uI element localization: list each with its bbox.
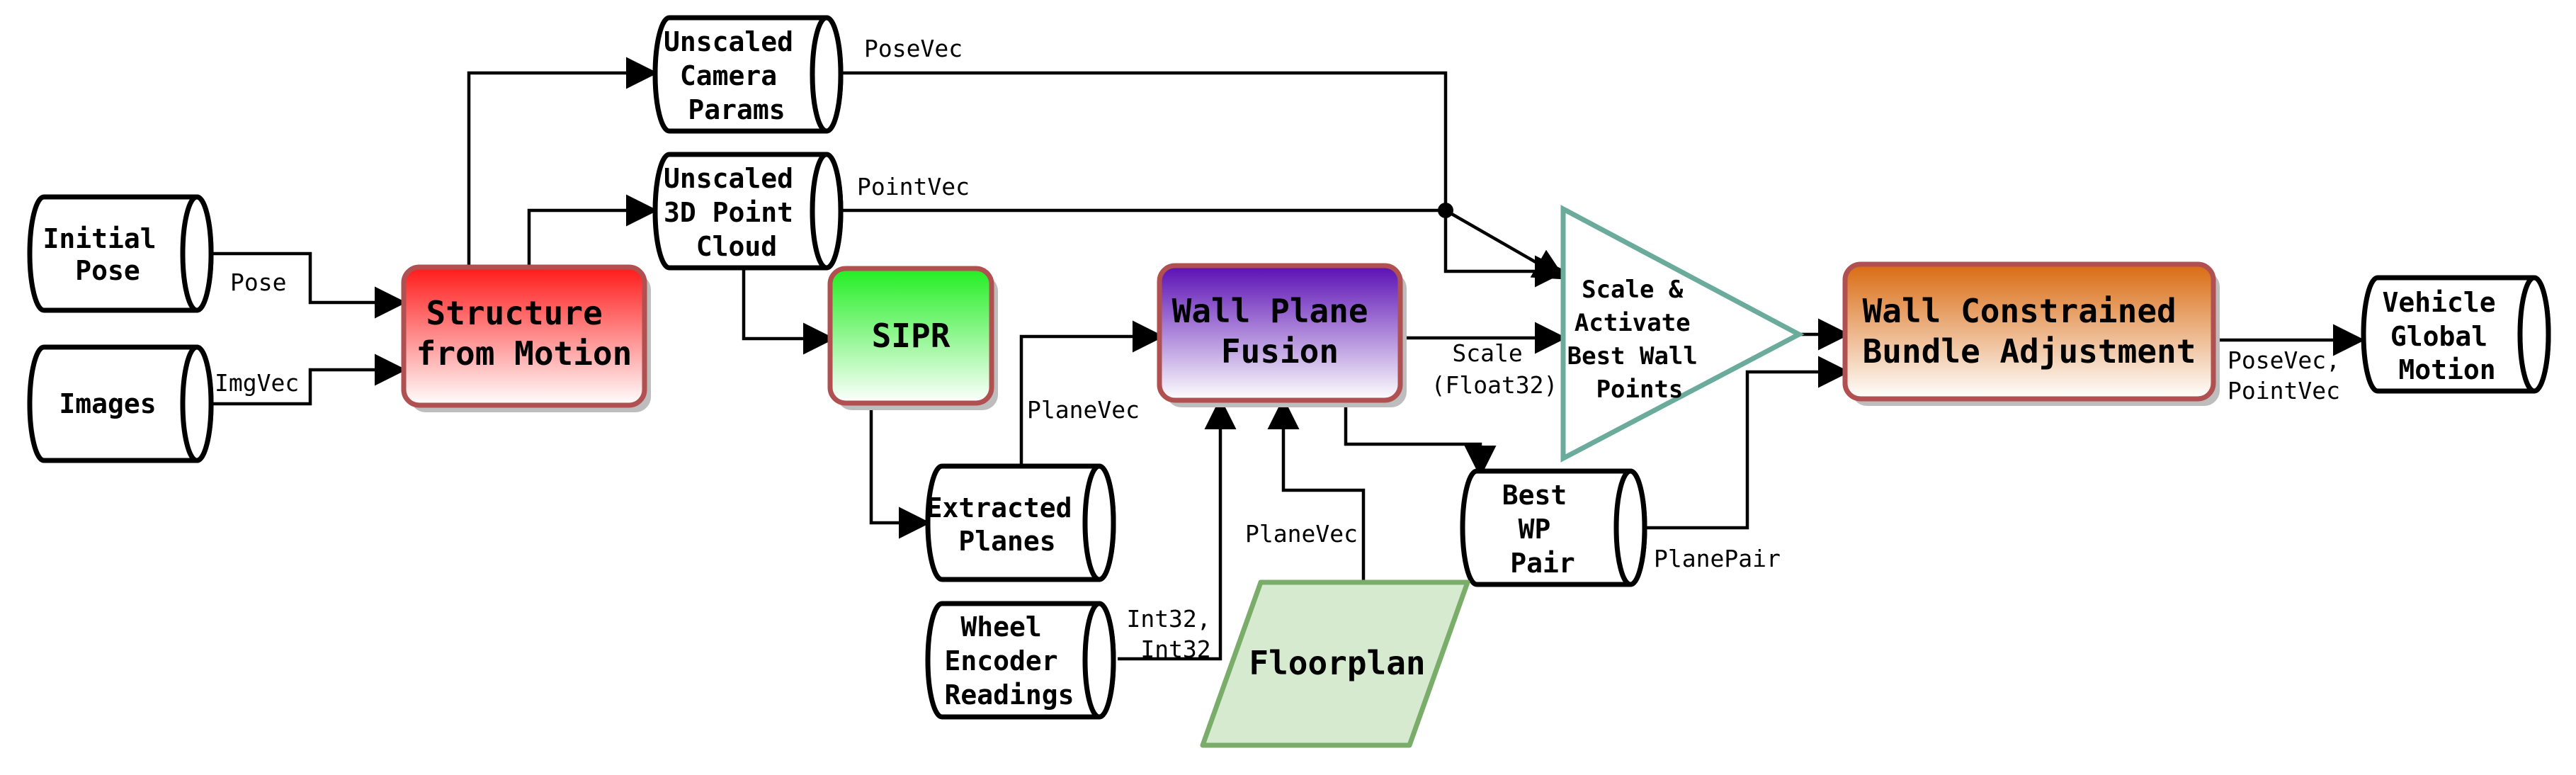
process-sipr: SIPR bbox=[827, 266, 998, 410]
label-scale: Scale (Float32) bbox=[1431, 339, 1558, 399]
best-wp-pair-label: Best WP Pair bbox=[1502, 480, 1583, 579]
label-planevec-top: PlaneVec bbox=[1027, 396, 1140, 424]
label-int32-line2: Int32 bbox=[1140, 635, 1210, 663]
label-pose: Pose bbox=[230, 268, 286, 296]
wheel-encoder-label: Wheel Encoder Readings bbox=[944, 611, 1074, 711]
scale-activate-label: Scale & Activate Best Wall Points bbox=[1567, 276, 1713, 404]
edge-imgvec bbox=[211, 353, 407, 406]
sipr-box bbox=[827, 266, 994, 406]
edge-pose bbox=[211, 251, 407, 319]
triangle-scale-activate: Scale & Activate Best Wall Points bbox=[1560, 205, 1805, 463]
sipr-label: SIPR bbox=[872, 317, 951, 355]
edge-sfm-camera bbox=[467, 57, 658, 266]
edge-sipr-planes bbox=[869, 407, 931, 539]
process-sfm: Structure from Motion bbox=[401, 264, 651, 412]
cylinder-point-cloud: Unscaled 3D Point Cloud bbox=[652, 152, 844, 271]
cylinder-initial-pose: Initial Pose bbox=[27, 194, 214, 313]
sfm-box bbox=[401, 264, 647, 408]
process-wall-plane-fusion: Wall Plane Fusion bbox=[1157, 263, 1407, 407]
label-output-line2: PointVec bbox=[2228, 377, 2340, 405]
connectors bbox=[211, 57, 2365, 661]
label-int32-line1: Int32, bbox=[1126, 605, 1210, 633]
cylinder-images: Images bbox=[27, 344, 214, 463]
label-int32: Int32, Int32 bbox=[1126, 605, 1225, 663]
edge-sfm-pointcloud bbox=[527, 194, 658, 266]
label-posevec: PoseVec bbox=[864, 35, 963, 62]
label-pointvec: PointVec bbox=[857, 173, 970, 200]
cylinder-vehicle-motion: Vehicle Global Motion bbox=[2361, 275, 2551, 394]
edge-int32 bbox=[1118, 397, 1237, 661]
edge-labels: Pose ImgVec PoseVec PointVec PlaneVec Pl… bbox=[215, 35, 2354, 663]
edge-planevec-floor bbox=[1267, 397, 1366, 581]
floorplan-shape bbox=[1200, 579, 1470, 748]
edge-pointvec-triangle bbox=[1444, 209, 1566, 280]
label-scale-line1: Scale bbox=[1452, 339, 1522, 367]
edge-wpf-bestpair bbox=[1344, 404, 1497, 477]
vehicle-motion-label: Vehicle Global Motion bbox=[2382, 287, 2512, 385]
cylinder-wheel-encoder: Wheel Encoder Readings bbox=[925, 601, 1116, 720]
label-planepair: PlanePair bbox=[1654, 545, 1781, 572]
sfm-label: Structure from Motion bbox=[416, 294, 632, 373]
cylinder-extracted-planes: Extracted Planes bbox=[925, 463, 1116, 582]
wall-plane-fusion-label: Wall Plane Fusion bbox=[1172, 292, 1388, 370]
edge-pointcloud-sipr bbox=[742, 266, 835, 355]
edge-posevec bbox=[841, 71, 1567, 288]
label-output: PoseVec, PointVec bbox=[2228, 346, 2354, 405]
cylinder-best-wp-pair: Best WP Pair bbox=[1460, 468, 1647, 587]
label-planevec-floor: PlaneVec bbox=[1245, 520, 1358, 548]
bundle-adjustment-box bbox=[1842, 261, 2216, 402]
label-output-line1: PoseVec, bbox=[2228, 346, 2340, 374]
extracted-planes-label: Extracted Planes bbox=[926, 492, 1089, 557]
point-cloud-label: Unscaled 3D Point Cloud bbox=[664, 163, 810, 262]
initial-pose-label: Initial Pose bbox=[42, 223, 172, 286]
triangle-shape bbox=[1560, 205, 1805, 463]
camera-params-label: Unscaled Camera Params bbox=[664, 26, 810, 125]
floorplan-label: Floorplan bbox=[1249, 644, 1425, 682]
images-label: Images bbox=[59, 388, 156, 419]
parallelogram-floorplan: Floorplan bbox=[1200, 579, 1470, 748]
wall-plane-fusion-box bbox=[1157, 263, 1403, 403]
edge-planevec-top bbox=[1019, 320, 1164, 464]
edge-planepair bbox=[1645, 356, 1850, 530]
bundle-adjustment-label: Wall Constrained Bundle Adjustment bbox=[1863, 292, 2196, 370]
junction-dot bbox=[1438, 203, 1453, 218]
cylinder-camera-params: Unscaled Camera Params bbox=[652, 15, 844, 134]
label-imgvec: ImgVec bbox=[215, 369, 299, 397]
process-bundle-adjustment: Wall Constrained Bundle Adjustment bbox=[1842, 261, 2220, 406]
label-scale-line2: (Float32) bbox=[1431, 371, 1558, 399]
